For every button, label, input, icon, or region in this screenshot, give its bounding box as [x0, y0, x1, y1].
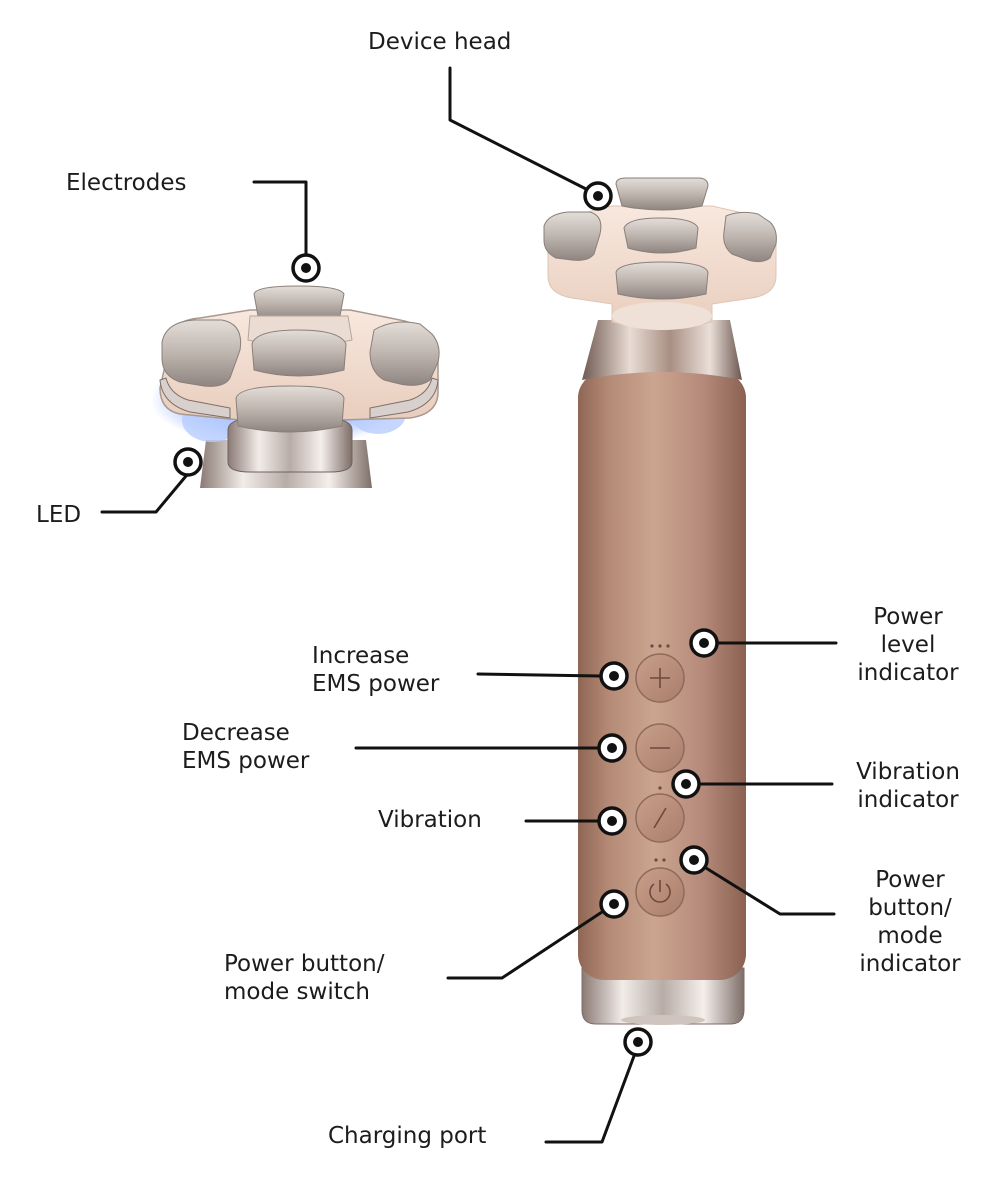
label-power-button-mode-switch: Power button/ mode switch [224, 951, 385, 1005]
mode-indicator-dots [654, 858, 658, 862]
label-increase-ems: Increase EMS power [312, 643, 440, 697]
button-panel [635, 644, 685, 917]
callout-line-mode-ind [704, 866, 836, 916]
head-closeup [150, 285, 440, 488]
label-charging-port: Charging port [328, 1123, 487, 1149]
plus-icon [650, 668, 670, 688]
callout-line-electrodes [252, 180, 308, 256]
label-decrease-ems: Decrease EMS power [182, 720, 310, 774]
marker-led [173, 447, 203, 477]
neck [582, 320, 742, 380]
marker-decrease [597, 733, 627, 763]
vibration-indicator-dot [658, 786, 662, 790]
vibration-slash-icon [653, 807, 667, 829]
charging-port-socket [621, 1015, 705, 1025]
label-led: LED [36, 502, 82, 528]
callout-line-device-head [448, 66, 590, 192]
callout-line-led [100, 474, 188, 514]
main-electrodes [543, 177, 777, 300]
callout-line-power-switch [446, 910, 604, 980]
power-button[interactable] [635, 867, 685, 917]
marker-vibration-ind [671, 769, 701, 799]
decrease-button[interactable] [635, 723, 685, 773]
label-vibration-indicator: Vibration indicator [856, 759, 960, 813]
callout-markers [173, 181, 719, 1057]
marker-power-level [689, 628, 719, 658]
callouts [100, 66, 838, 1144]
bottom-cap [581, 967, 745, 1025]
label-electrodes: Electrodes [66, 170, 187, 196]
marker-device-head [583, 181, 613, 211]
marker-vibration [597, 806, 627, 836]
callout-line-increase [476, 672, 602, 678]
main-device [543, 177, 777, 1025]
marker-charging [623, 1027, 653, 1057]
marker-mode-ind [679, 845, 709, 875]
label-device-head: Device head [368, 29, 512, 55]
power-level-dots [650, 644, 654, 648]
marker-electrodes [291, 253, 321, 283]
label-power-level-indicator: Power level indicator [857, 604, 959, 686]
label-vibration: Vibration [378, 807, 482, 833]
marker-power-switch [599, 889, 629, 919]
marker-increase [599, 661, 629, 691]
power-icon [649, 880, 671, 903]
label-power-button-mode-indicator: Power button/ mode indicator [859, 867, 961, 977]
increase-button[interactable] [635, 653, 685, 703]
callout-line-charging [544, 1054, 636, 1144]
vibration-button[interactable] [635, 793, 685, 843]
